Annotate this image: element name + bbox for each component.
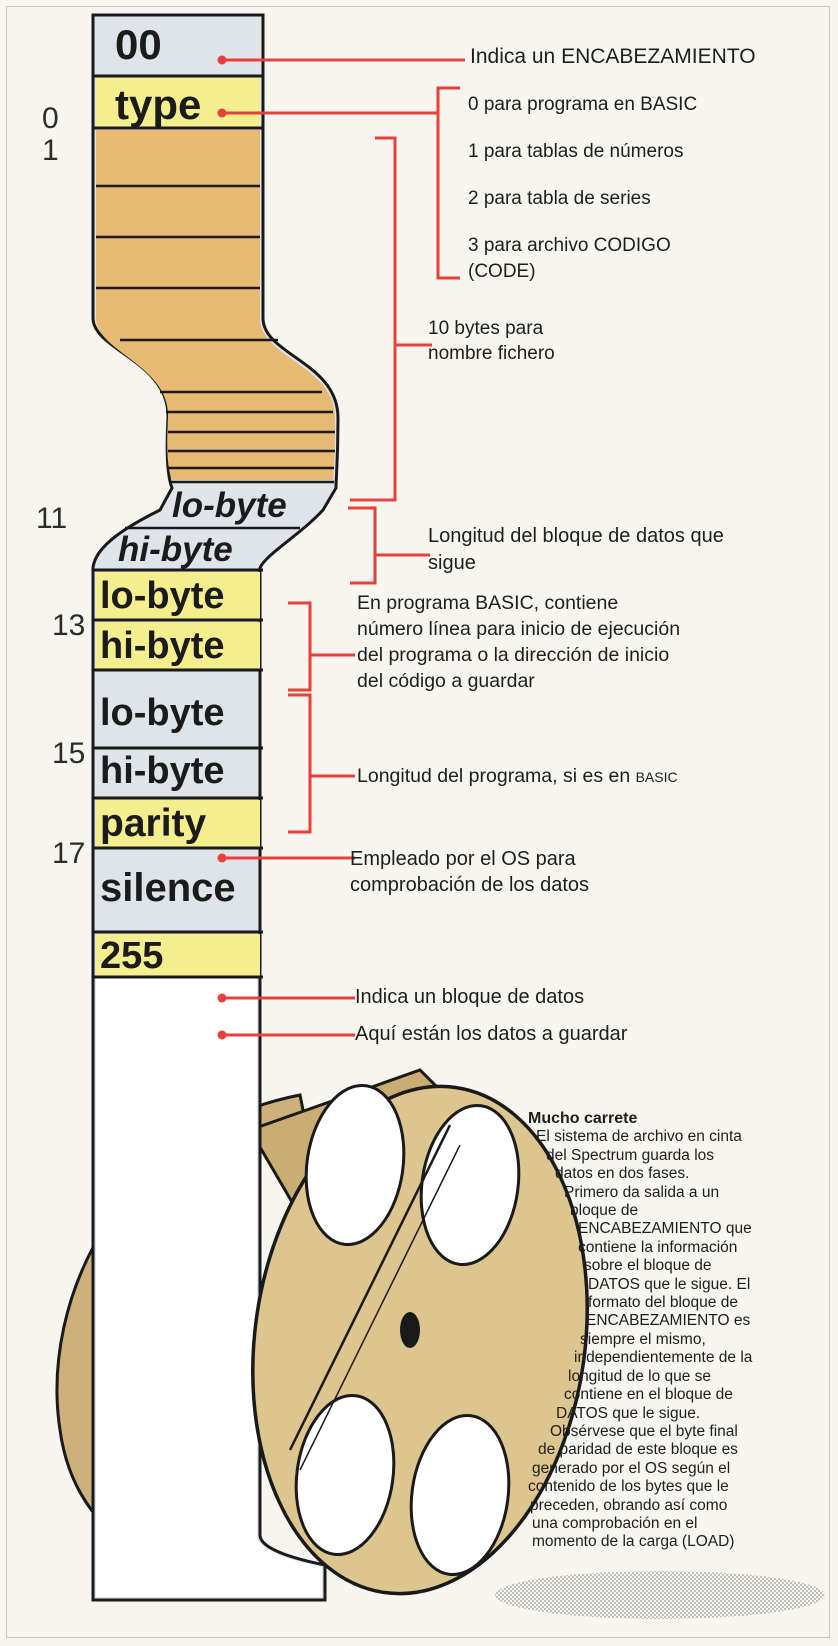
parity-line-0: Empleado por el OS para [350, 848, 576, 870]
caption-line: contiene en el bloque de [564, 1386, 733, 1404]
type-value-1: 1 para tablas de números [468, 141, 684, 162]
caption-line: una comprobación en el [532, 1514, 698, 1532]
cell-p2-hi: hi-byte [100, 750, 225, 792]
caption-line: contenido de los bytes que le [528, 1478, 729, 1496]
byte-index-17: 17 [52, 837, 86, 870]
type-value-4: (CODE) [468, 261, 536, 282]
cell-parity: parity [100, 802, 207, 845]
reel-glint-1 [288, 1124, 452, 1451]
caption-line: preceden, obrando así como [530, 1496, 728, 1514]
data-area [96, 977, 322, 1597]
param2-text: Longitud del programa, si es en [357, 765, 631, 787]
note-type-values: 0 para programa en BASIC 1 para tablas d… [468, 92, 697, 285]
cell-silence: silence [100, 866, 236, 910]
byte-index-13: 13 [52, 609, 86, 642]
caption-line: Primero da salida a un [564, 1183, 720, 1201]
param1-line-3: del código a guardar [357, 670, 535, 692]
caption-title: Mucho carrete [528, 1110, 638, 1127]
leader-lines [222, 58, 465, 1037]
block-length-line-0: Longitud del bloque de datos que [428, 525, 724, 547]
filename-line-1: nombre fichero [428, 343, 555, 364]
cell-data-marker: 255 [100, 935, 164, 977]
reel-shadow [495, 1571, 825, 1619]
note-filename: 10 bytes para nombre fichero [428, 316, 555, 366]
caption-line: ENCABEZAMIENTO es [586, 1312, 751, 1330]
filename-area [96, 130, 335, 480]
note-param1: En programa BASIC, contiene número línea… [357, 590, 680, 694]
param2-basic: BASIC [635, 769, 678, 785]
note-data-marker: Indica un bloque de datos [355, 986, 585, 1008]
cell-header-marker: 00 [115, 21, 162, 68]
byte-index-11: 11 [36, 502, 68, 535]
caption-line: DATOS que le sigue. El [588, 1275, 751, 1293]
leader-dots [217, 55, 227, 1040]
caption-line: de paridad de este bloque es [538, 1441, 738, 1459]
block-length-line-1: sigue [428, 552, 476, 574]
cell-p1-hi: hi-byte [100, 625, 225, 667]
frame-border [6, 6, 830, 1638]
byte-index-15: 15 [52, 737, 86, 770]
reel-glint-2 [299, 1144, 461, 1471]
caption-line: sobre el bloque de [584, 1257, 712, 1275]
type-value-0: 0 para programa en BASIC [468, 94, 698, 115]
param1-line-1: número línea para inicio de ejecución [357, 618, 681, 640]
reel-spindle [400, 1312, 420, 1348]
note-param2: Longitud del programa, si es en BASIC [357, 764, 678, 790]
caption-line: ENCABEZAMIENTO que [578, 1220, 752, 1238]
caption-line: datos en dos fases. [555, 1165, 690, 1183]
caption-line: DATOS que le sigue. [556, 1404, 701, 1422]
byte-index-1: 1 [42, 134, 59, 167]
type-value-3: 3 para archivo CODIGO [468, 235, 671, 256]
note-parity: Empleado por el OS para comprobación de … [350, 846, 589, 898]
cell-p2-lo: lo-byte [100, 692, 225, 734]
cell-parity-bg [96, 800, 260, 848]
type-value-2: 2 para tabla de series [468, 188, 651, 209]
param1-line-0: En programa BASIC, contiene [357, 592, 619, 614]
cell-00-bg [96, 18, 260, 76]
reel-holes [294, 1083, 521, 1577]
caption-line: longitud de lo que se [568, 1367, 712, 1385]
cell-len-hi: hi-byte [118, 530, 233, 569]
caption-line: formato del bloque de [588, 1294, 738, 1312]
caption-line: El sistema de archivo en cinta [536, 1128, 742, 1146]
cell-type-bg [96, 78, 260, 128]
cell-255-bg [96, 934, 260, 976]
note-data: Aquí están los datos a guardar [355, 1023, 628, 1045]
filename-line-0: 10 bytes para [428, 318, 544, 339]
caption-line: generado por el OS según el [532, 1459, 731, 1477]
caption: Mucho carrete El sistema de archivo en c… [528, 1110, 828, 1552]
caption-line: siempre el mismo, [580, 1330, 706, 1348]
caption-line: contiene la información [578, 1238, 738, 1256]
cell-type: type [115, 81, 202, 128]
caption-line: momento de la carga (LOAD) [532, 1533, 735, 1551]
parity-line-1: comprobación de los datos [350, 874, 590, 896]
cell-len-lo: lo-byte [172, 486, 287, 525]
note-header: Indica un ENCABEZAMIENTO [470, 45, 756, 68]
param1-line-2: del programa o la dirección de inicio [357, 644, 670, 666]
caption-line: bloque de [570, 1202, 639, 1220]
caption-line: del Spectrum guarda los [546, 1146, 715, 1164]
cell-p1-lo-bg [96, 572, 260, 620]
cell-p1-hi-bg [96, 622, 260, 670]
caption-line: Obsérvese que el byte final [550, 1422, 738, 1440]
caption-line: independientemente de la [574, 1349, 753, 1367]
cell-p1-lo: lo-byte [100, 575, 225, 617]
note-block-length: Longitud del bloque de datos que sigue [428, 523, 724, 577]
filename-byte-lines [96, 184, 335, 484]
byte-index-0: 0 [42, 102, 59, 135]
